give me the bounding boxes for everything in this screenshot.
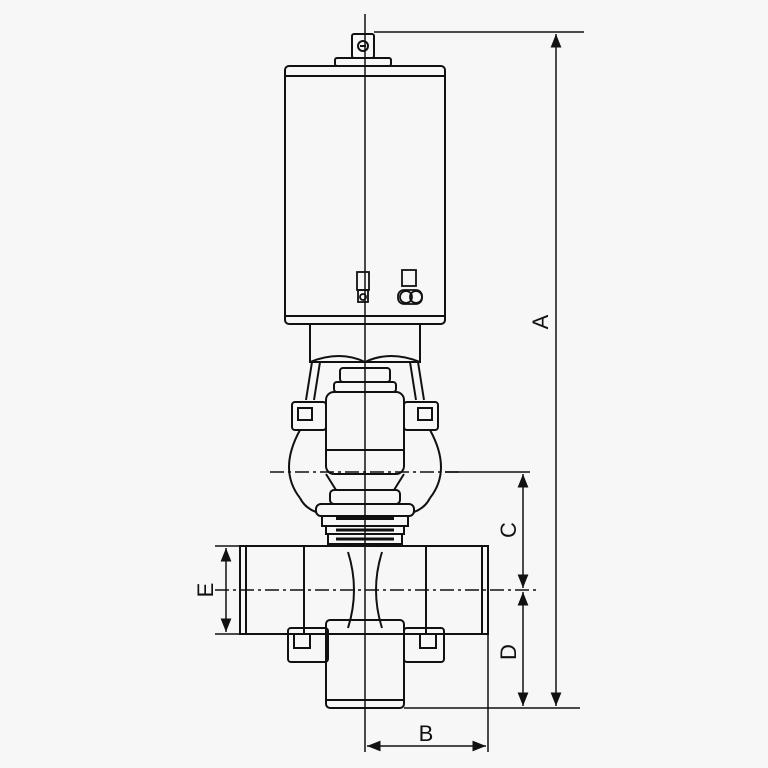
air-port-icon: [356, 269, 423, 305]
dimension-label-c: C: [496, 522, 521, 538]
dimension-label-d: D: [496, 644, 521, 660]
position-indicator-icon: [351, 33, 375, 59]
dimension-label-b: B: [419, 721, 434, 746]
valve-body: [239, 545, 489, 709]
dimension-label-a: A: [528, 314, 553, 329]
dimension-lines: [215, 31, 584, 752]
center-lines: [215, 14, 540, 752]
dimension-label-e: E: [193, 583, 218, 598]
